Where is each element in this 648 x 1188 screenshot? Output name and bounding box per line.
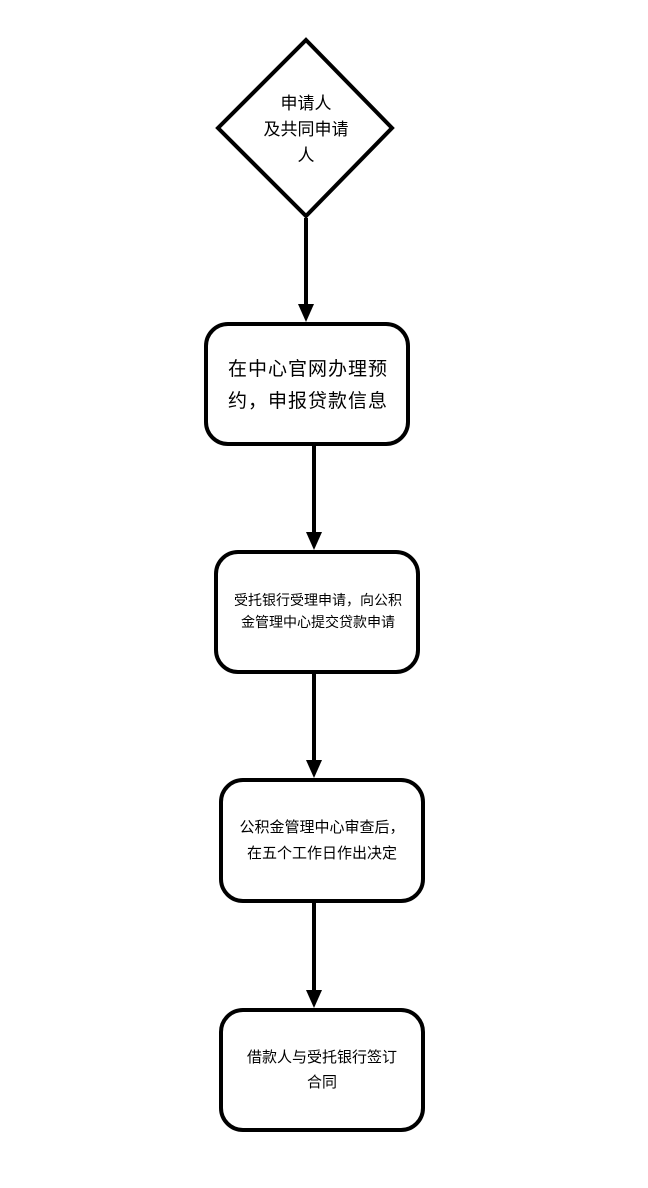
start-label-line-1: 申请人 <box>280 94 332 114</box>
step-1-box <box>204 322 410 446</box>
start-diamond <box>215 37 395 219</box>
step-2-label-line-1: 受托银行受理申请，向公积 <box>234 593 402 609</box>
arrowhead-4 <box>306 990 322 1008</box>
start-label-line-2: 及共同申请 <box>263 120 349 140</box>
connector-4 <box>306 903 322 1008</box>
step-2-label-line-2: 金管理中心提交贷款申请 <box>241 615 395 631</box>
step-3-label-line-2: 在五个工作日作出决定 <box>246 844 397 862</box>
connector-1 <box>298 218 314 322</box>
step-2-label: 受托银行受理申请，向公积 金管理中心提交贷款申请 <box>220 556 416 668</box>
connector-3 <box>306 674 322 778</box>
arrowhead-2 <box>306 532 322 550</box>
start-label-line-3: 人 <box>297 146 315 166</box>
step-3-box <box>219 778 425 903</box>
step-2-box <box>214 550 420 674</box>
step-4-label: 借款人与受托银行签订 合同 <box>224 1014 420 1126</box>
step-3-label-line-1: 公积金管理中心审查后， <box>239 818 405 836</box>
step-4-box <box>219 1008 425 1132</box>
step-4-label-line-2: 合同 <box>306 1073 337 1091</box>
step-1-label-line-1: 在中心官网办理预 <box>227 358 388 380</box>
connector-2 <box>306 446 322 550</box>
step-4-label-line-1: 借款人与受托银行签订 <box>246 1048 397 1066</box>
arrowhead-1 <box>298 304 314 322</box>
step-3-label: 公积金管理中心审查后， 在五个工作日作出决定 <box>224 784 420 896</box>
start-node-label: 申请人 及共同申请 人 <box>244 88 368 172</box>
arrowhead-3 <box>306 760 322 778</box>
step-1-label-line-2: 约，申报贷款信息 <box>227 390 388 412</box>
step-1-label: 在中心官网办理预 约，申报贷款信息 <box>208 330 408 440</box>
